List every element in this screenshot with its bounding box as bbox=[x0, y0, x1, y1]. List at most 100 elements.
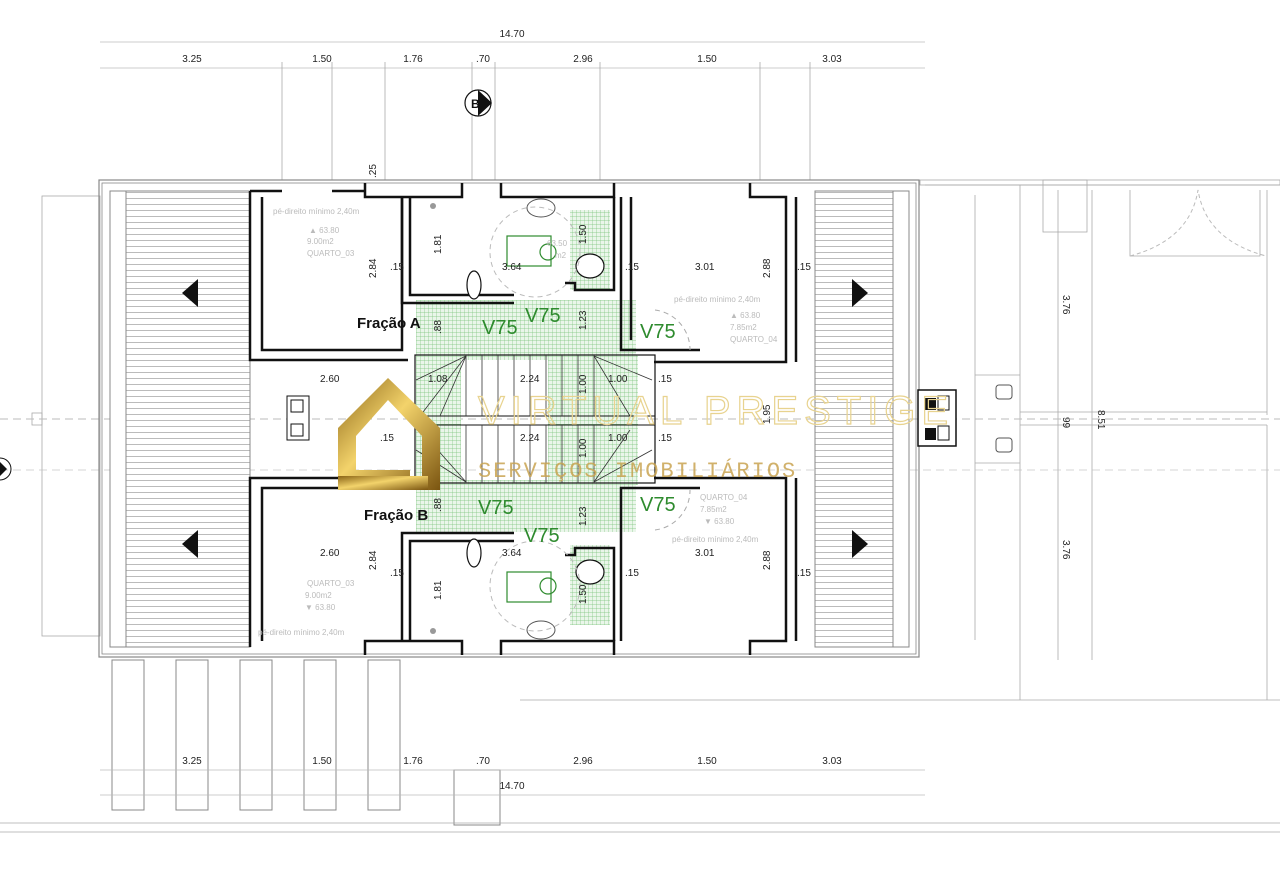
svg-text:2.84: 2.84 bbox=[368, 550, 379, 570]
watermark-subtitle: SERVIÇOS IMOBILIÁRIOS bbox=[478, 458, 797, 484]
svg-text:pé-direito mínimo 2,40m: pé-direito mínimo 2,40m bbox=[674, 295, 761, 304]
svg-text:▼ 63.80: ▼ 63.80 bbox=[305, 603, 336, 612]
svg-text:QUARTO_03: QUARTO_03 bbox=[307, 579, 355, 588]
svg-text:3.01: 3.01 bbox=[695, 262, 715, 273]
dim-top-5: 2.96 bbox=[573, 54, 593, 65]
svg-text:.15: .15 bbox=[797, 262, 811, 273]
svg-text:.88: .88 bbox=[433, 498, 444, 512]
svg-text:1.81: 1.81 bbox=[433, 580, 444, 600]
fraction-b-label: Fração B bbox=[364, 507, 428, 524]
arrow-right-upper-icon bbox=[852, 279, 868, 307]
door-tag: V75 bbox=[478, 497, 514, 519]
svg-text:.15: .15 bbox=[390, 568, 404, 579]
door-tag: V75 bbox=[640, 494, 676, 516]
dim-bottom-4: .70 bbox=[476, 756, 490, 767]
svg-text:QUARTO_04: QUARTO_04 bbox=[700, 493, 748, 502]
svg-text:9.00m2: 9.00m2 bbox=[305, 591, 332, 600]
walls-fraction-b bbox=[248, 476, 798, 655]
arrow-left-lower-icon bbox=[182, 530, 198, 558]
dim-bottom-total: 14.70 bbox=[499, 781, 524, 792]
fraction-a-label: Fração A bbox=[357, 315, 421, 332]
top-dimensions: 14.70 3.25 1.50 1.76 .70 2.96 1.50 3.03 bbox=[100, 29, 925, 180]
svg-text:▲ 63.80: ▲ 63.80 bbox=[309, 226, 340, 235]
svg-text:pé-direito mínimo 2,40m: pé-direito mínimo 2,40m bbox=[672, 535, 759, 544]
dim-top-3: 1.76 bbox=[403, 54, 423, 65]
bottom-site: 3.25 1.50 1.76 .70 2.96 1.50 3.03 14.70 bbox=[0, 659, 1280, 833]
dim-bottom-7: 3.03 bbox=[822, 756, 842, 767]
wheelchair-icon bbox=[506, 235, 557, 267]
dim-top-7: 3.03 bbox=[822, 54, 842, 65]
dim-top-2: 1.50 bbox=[312, 54, 332, 65]
section-marker-b: B bbox=[464, 89, 492, 117]
interior-dimensions: 2.60 2.60 2.84 2.84 .15 .15 1.81 1.81 3.… bbox=[320, 224, 811, 604]
svg-text:2.88: 2.88 bbox=[762, 550, 773, 570]
svg-text:pé-direito mínimo 2,40m: pé-direito mínimo 2,40m bbox=[258, 628, 345, 637]
house-logo-icon bbox=[338, 378, 440, 490]
dim-right-upper: 3.76 bbox=[1060, 295, 1071, 315]
svg-text:2.88: 2.88 bbox=[762, 258, 773, 278]
dim-bottom-3: 1.76 bbox=[403, 756, 423, 767]
roof-right bbox=[814, 190, 894, 648]
svg-text:QUARTO_03: QUARTO_03 bbox=[307, 249, 355, 258]
dim-bottom-2: 1.50 bbox=[312, 756, 332, 767]
svg-text:1.00: 1.00 bbox=[608, 433, 628, 444]
dim-top-1: 3.25 bbox=[182, 54, 202, 65]
door-tag: V75 bbox=[524, 525, 560, 547]
svg-text:7.85m2: 7.85m2 bbox=[730, 323, 757, 332]
svg-text:2.84: 2.84 bbox=[368, 258, 379, 278]
svg-text:9.00m2: 9.00m2 bbox=[307, 237, 334, 246]
svg-text:1.08: 1.08 bbox=[428, 374, 448, 385]
svg-text:1.23: 1.23 bbox=[578, 506, 589, 526]
door-tag: V75 bbox=[482, 317, 518, 339]
svg-text:1.00: 1.00 bbox=[578, 438, 589, 458]
svg-text:3.01: 3.01 bbox=[695, 548, 715, 559]
arrow-left-upper-icon bbox=[182, 279, 198, 307]
svg-text:.15: .15 bbox=[797, 568, 811, 579]
dim-right-lower: 3.76 bbox=[1060, 540, 1071, 560]
svg-text:1.00: 1.00 bbox=[608, 374, 628, 385]
svg-text:3.64: 3.64 bbox=[502, 262, 522, 273]
svg-text:2.24: 2.24 bbox=[520, 433, 540, 444]
svg-text:1.00: 1.00 bbox=[578, 374, 589, 394]
svg-text:.15: .15 bbox=[658, 374, 672, 385]
dim-top-6: 1.50 bbox=[697, 54, 717, 65]
dim-top-wall: .25 bbox=[368, 164, 379, 178]
svg-text:7.85m2: 7.85m2 bbox=[700, 505, 727, 514]
site-outline: 3.76 99 8.51 3.76 bbox=[520, 179, 1280, 701]
dim-bottom-6: 1.50 bbox=[697, 756, 717, 767]
fixtures bbox=[286, 198, 957, 640]
walls-fraction-a bbox=[248, 183, 798, 364]
svg-text:m2: m2 bbox=[555, 251, 567, 260]
svg-text:▲ 63.80: ▲ 63.80 bbox=[730, 311, 761, 320]
door-tag: V75 bbox=[525, 305, 561, 327]
dim-top-4: .70 bbox=[476, 54, 490, 65]
svg-text:pé-direito mínimo 2,40m: pé-direito mínimo 2,40m bbox=[273, 207, 360, 216]
svg-text:.15: .15 bbox=[390, 262, 404, 273]
dim-bottom-5: 2.96 bbox=[573, 756, 593, 767]
wheelchair-icon bbox=[506, 571, 557, 603]
svg-text:.88: .88 bbox=[433, 320, 444, 334]
svg-text:63.50: 63.50 bbox=[547, 239, 568, 248]
svg-text:2.60: 2.60 bbox=[320, 374, 340, 385]
svg-text:.15: .15 bbox=[625, 568, 639, 579]
svg-text:.15: .15 bbox=[658, 433, 672, 444]
svg-text:▼ 63.80: ▼ 63.80 bbox=[704, 517, 735, 526]
svg-text:3.64: 3.64 bbox=[502, 548, 522, 559]
svg-text:B: B bbox=[471, 97, 480, 111]
svg-text:.15: .15 bbox=[380, 433, 394, 444]
svg-text:1.95: 1.95 bbox=[762, 404, 773, 424]
watermark-title: VIRTUAL PRESTIGE bbox=[478, 389, 954, 433]
svg-text:2.60: 2.60 bbox=[320, 548, 340, 559]
door-tag: V75 bbox=[640, 321, 676, 343]
room-labels: pé-direito mínimo 2,40m ▲ 63.80 9.00m2 Q… bbox=[258, 207, 778, 637]
svg-text:2.24: 2.24 bbox=[520, 374, 540, 385]
dim-top-total: 14.70 bbox=[499, 29, 524, 40]
dim-right-total: 8.51 bbox=[1095, 410, 1106, 430]
svg-text:1.81: 1.81 bbox=[433, 234, 444, 254]
svg-text:.15: .15 bbox=[625, 262, 639, 273]
roof-left bbox=[125, 190, 251, 648]
svg-text:1.50: 1.50 bbox=[578, 224, 589, 244]
arrow-right-lower-icon bbox=[852, 530, 868, 558]
dim-right-middle: 99 bbox=[1060, 417, 1071, 429]
